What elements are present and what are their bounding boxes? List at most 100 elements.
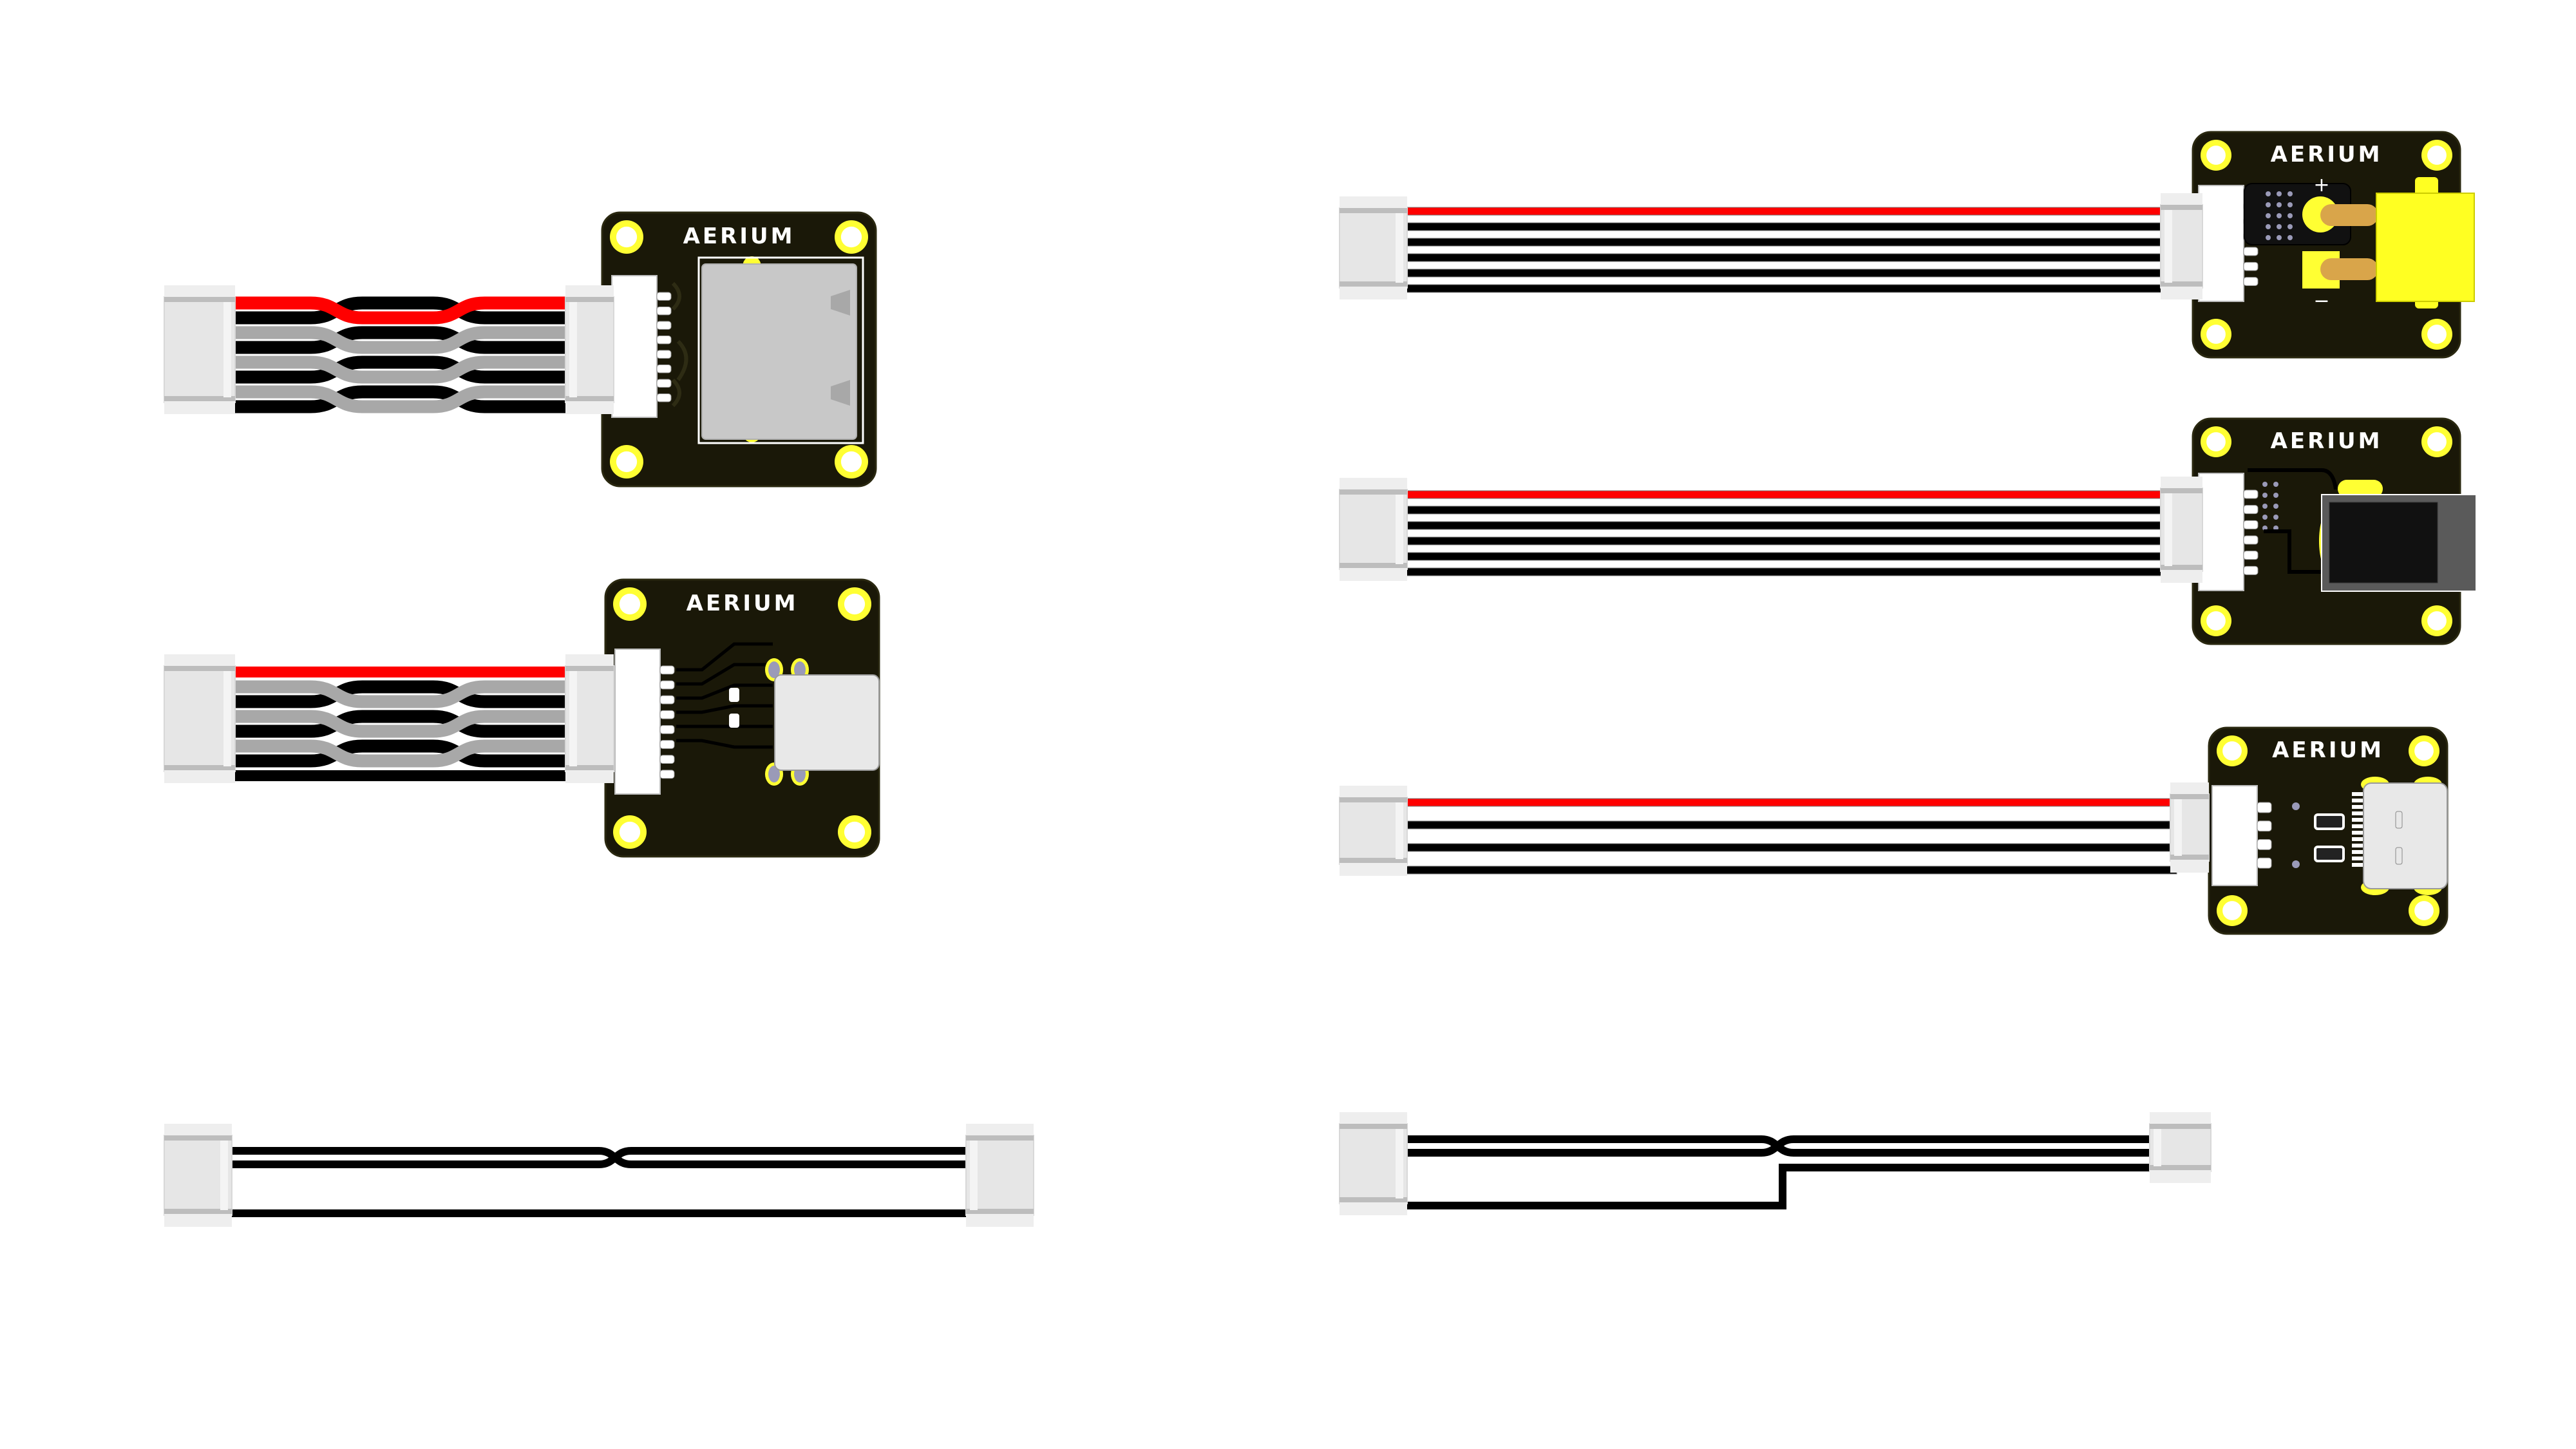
cable-connector-housing[interactable] bbox=[565, 654, 614, 783]
cable-connector-housing[interactable] bbox=[164, 285, 236, 414]
rj45-jack[interactable] bbox=[701, 263, 857, 440]
via bbox=[2273, 504, 2278, 509]
header-pin bbox=[2243, 565, 2259, 575]
cable[interactable] bbox=[222, 296, 573, 413]
wire-black bbox=[1402, 506, 2177, 515]
usbc-contact bbox=[2352, 844, 2363, 848]
connector-latch-top bbox=[1340, 786, 1407, 800]
connector-latch-shadow bbox=[1340, 858, 1407, 863]
connector-latch-bottom bbox=[2170, 858, 2209, 873]
connector-latch-top bbox=[2161, 193, 2202, 207]
brand-logo: AERIUM bbox=[2271, 428, 2383, 454]
header-pin bbox=[2243, 489, 2259, 499]
cable-connector-housing[interactable] bbox=[965, 1124, 1034, 1227]
connector-lip bbox=[970, 1141, 978, 1210]
mounting-hole bbox=[844, 821, 866, 843]
connector-lip bbox=[223, 302, 231, 397]
connector-latch-top bbox=[2170, 782, 2209, 797]
connector-latch-top bbox=[2161, 477, 2202, 491]
header-body bbox=[2198, 185, 2244, 302]
connector-latch-shadow bbox=[164, 396, 235, 401]
usbc-port[interactable] bbox=[2363, 782, 2448, 889]
mounting-hole bbox=[2427, 611, 2447, 630]
connector-lip bbox=[220, 1141, 228, 1210]
wire-gray-twisted bbox=[222, 710, 573, 738]
brand-logo: AERIUM bbox=[2271, 142, 2383, 167]
cable[interactable] bbox=[1403, 1135, 2150, 1209]
connector-latch-shadow bbox=[1340, 797, 1407, 802]
pin-header-connector bbox=[2198, 185, 2259, 302]
connector-lip bbox=[1396, 213, 1403, 283]
mounting-hole bbox=[619, 821, 641, 843]
cable-connector-housing[interactable] bbox=[565, 285, 614, 414]
smd-resistor bbox=[2314, 813, 2345, 830]
wire-black bbox=[1402, 567, 2177, 576]
polarity-plus-label: + bbox=[2313, 174, 2329, 196]
assembly-usbc-4wire: AERIUM bbox=[1339, 726, 2448, 935]
cable-connector-housing[interactable] bbox=[1339, 196, 1408, 299]
cable-connector-housing[interactable] bbox=[2170, 782, 2210, 873]
via bbox=[2277, 224, 2282, 229]
via bbox=[2277, 213, 2282, 218]
connector-latch-shadow bbox=[565, 297, 614, 302]
wire-red-twisted bbox=[222, 296, 573, 325]
cable-connector-housing[interactable] bbox=[2160, 477, 2203, 583]
brand-logo: AERIUM bbox=[687, 591, 799, 616]
via bbox=[2292, 860, 2300, 868]
usbc-contact bbox=[2352, 850, 2363, 854]
wire-black bbox=[1402, 521, 2177, 530]
cable[interactable] bbox=[187, 1147, 966, 1217]
connector-latch-top bbox=[966, 1124, 1034, 1138]
connector-latch-bottom bbox=[1340, 567, 1407, 581]
cable-connector-housing[interactable] bbox=[1339, 1112, 1408, 1215]
connector-latch-top bbox=[164, 654, 235, 668]
wire-black bbox=[1403, 820, 2177, 829]
usbc-shield-hole bbox=[768, 661, 780, 678]
mounting-hole bbox=[2414, 741, 2434, 761]
via bbox=[2277, 202, 2282, 207]
pcb-trace bbox=[676, 704, 773, 714]
via bbox=[2277, 191, 2282, 196]
header-pin bbox=[2257, 857, 2272, 869]
connector-latch-bottom bbox=[1340, 862, 1407, 876]
assembly-xt30-6wire: AERIUM+− bbox=[1339, 131, 2475, 359]
usbc-contact bbox=[2352, 792, 2363, 796]
connector-latch-top bbox=[2150, 1112, 2211, 1126]
connector-lip bbox=[2164, 493, 2172, 566]
via bbox=[2287, 213, 2293, 218]
cable-connector-housing[interactable] bbox=[164, 654, 236, 783]
via bbox=[2273, 493, 2278, 498]
cable-connector-housing[interactable] bbox=[1339, 786, 1408, 876]
via bbox=[2266, 202, 2271, 207]
mounting-hole bbox=[2206, 325, 2226, 344]
connector-latch-shadow bbox=[164, 666, 235, 671]
via bbox=[2262, 493, 2268, 498]
connector-latch-shadow bbox=[164, 297, 235, 302]
mounting-hole bbox=[2222, 901, 2242, 920]
wire-black-twisted bbox=[222, 296, 573, 325]
cable-connector-housing[interactable] bbox=[1339, 478, 1408, 581]
connector-latch-bottom bbox=[164, 400, 235, 414]
mounting-hole bbox=[840, 451, 862, 473]
pin-header-connector bbox=[614, 649, 675, 795]
mounting-hole bbox=[619, 593, 641, 615]
connector-lip bbox=[2154, 1129, 2161, 1166]
cable-connector-housing[interactable] bbox=[2160, 193, 2203, 299]
connector-latch-shadow bbox=[1340, 1197, 1407, 1202]
wire-black bbox=[229, 770, 567, 781]
cable[interactable] bbox=[1403, 798, 2177, 875]
connector-lip bbox=[569, 671, 577, 766]
cable[interactable] bbox=[222, 667, 573, 781]
usbc-port[interactable] bbox=[774, 674, 880, 771]
module-dcjack: AERIUM bbox=[2192, 417, 2477, 645]
connector-lip bbox=[569, 302, 577, 397]
usbc-contact bbox=[2352, 831, 2363, 835]
connector-lip bbox=[1396, 1129, 1403, 1198]
cable-connector-housing[interactable] bbox=[2149, 1112, 2211, 1183]
cable-connector-housing[interactable] bbox=[164, 1124, 232, 1227]
pin-header-connector bbox=[2198, 473, 2259, 591]
mounting-hole bbox=[840, 226, 862, 248]
connector-latch-shadow bbox=[565, 666, 614, 671]
wire-black bbox=[1402, 284, 2177, 293]
xt30-connector[interactable] bbox=[2376, 193, 2475, 302]
